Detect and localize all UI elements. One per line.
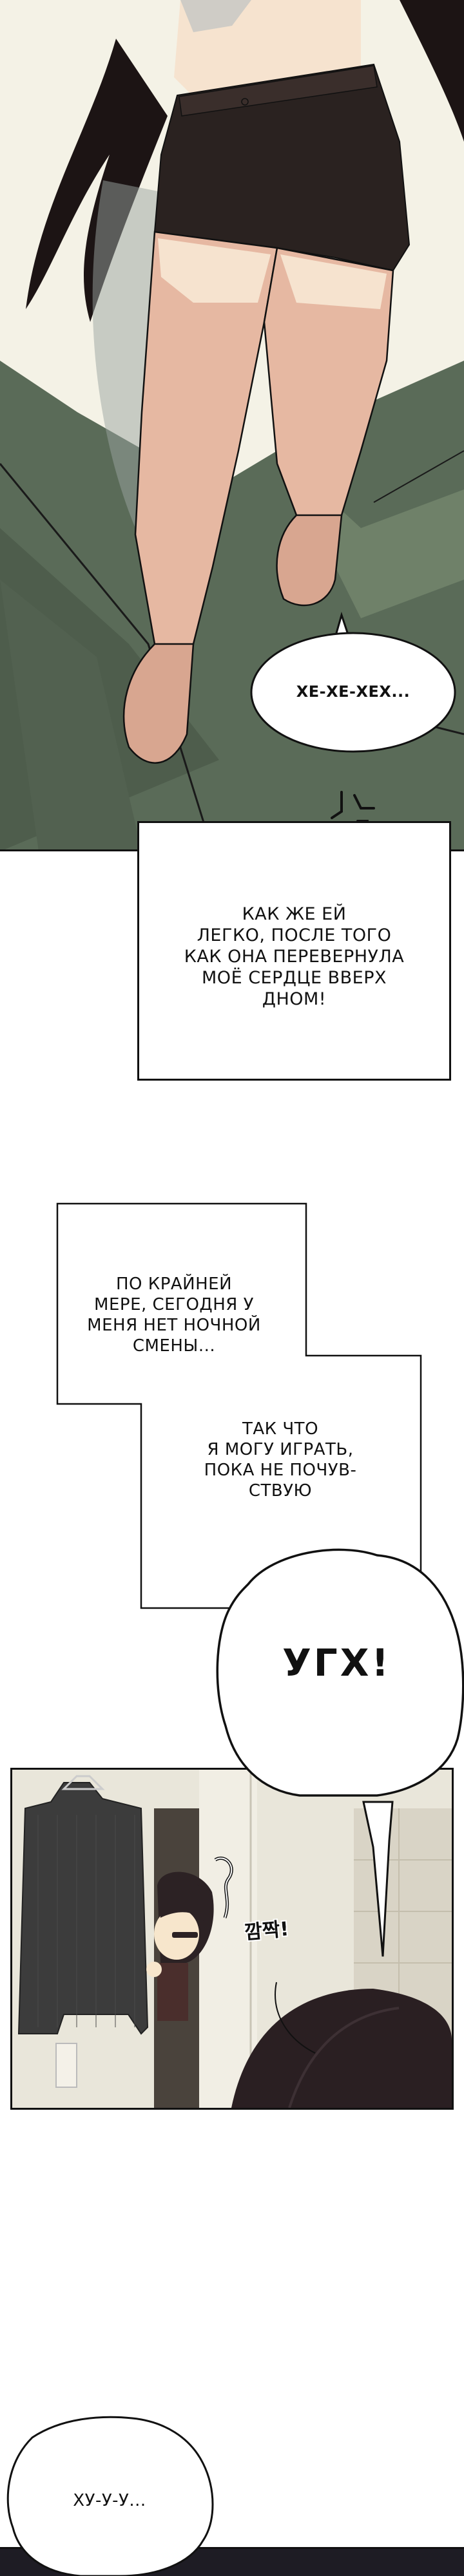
caption-line: пока не почув- bbox=[204, 1461, 357, 1480]
caption-line: легко, после того bbox=[197, 925, 392, 945]
caption-line: как она перевернула bbox=[184, 947, 405, 967]
caption-line: смены... bbox=[132, 1336, 216, 1356]
panel-girl-on-bed: Хе-хе-хех... bbox=[0, 0, 464, 851]
whisper-bubble bbox=[6, 2416, 214, 2576]
panel-1-illustration bbox=[0, 0, 464, 849]
panel-hallway-peek: 깜짝! bbox=[10, 1768, 454, 2110]
caption-line: меня нет ночной bbox=[87, 1316, 261, 1335]
shout-bubble bbox=[216, 1548, 464, 1797]
caption-line: я могу играть, bbox=[207, 1440, 354, 1459]
caption-text-2: По крайней мере, сегодня у меня нет ночн… bbox=[77, 1274, 271, 1356]
panel-2-illustration bbox=[12, 1770, 452, 2108]
caption-text-1: Как же ей легко, после того как она пере… bbox=[139, 904, 449, 1010]
whisper-text: Ху-у-у... bbox=[73, 2491, 146, 2510]
caption-line: ствую bbox=[248, 1481, 313, 1501]
shout-text: УГХ! bbox=[282, 1641, 391, 1685]
caption-line: мере, сегодня у bbox=[94, 1295, 254, 1314]
speech-text-hehehe: Хе-хе-хех... bbox=[296, 683, 411, 701]
caption-line: По крайней bbox=[115, 1274, 233, 1294]
caption-line: моё сердце вверх bbox=[202, 968, 387, 988]
caption-line: Так что bbox=[242, 1419, 319, 1439]
caption-box-narration-1: Как же ей легко, после того как она пере… bbox=[137, 821, 451, 1081]
caption-text-3: Так что я могу играть, пока не почув- ст… bbox=[184, 1419, 377, 1501]
caption-line: дном! bbox=[262, 989, 327, 1009]
sfx-startle: 깜짝! bbox=[243, 1918, 290, 1944]
caption-line: Как же ей bbox=[242, 904, 347, 924]
speech-bubble-hehehe bbox=[250, 611, 456, 753]
